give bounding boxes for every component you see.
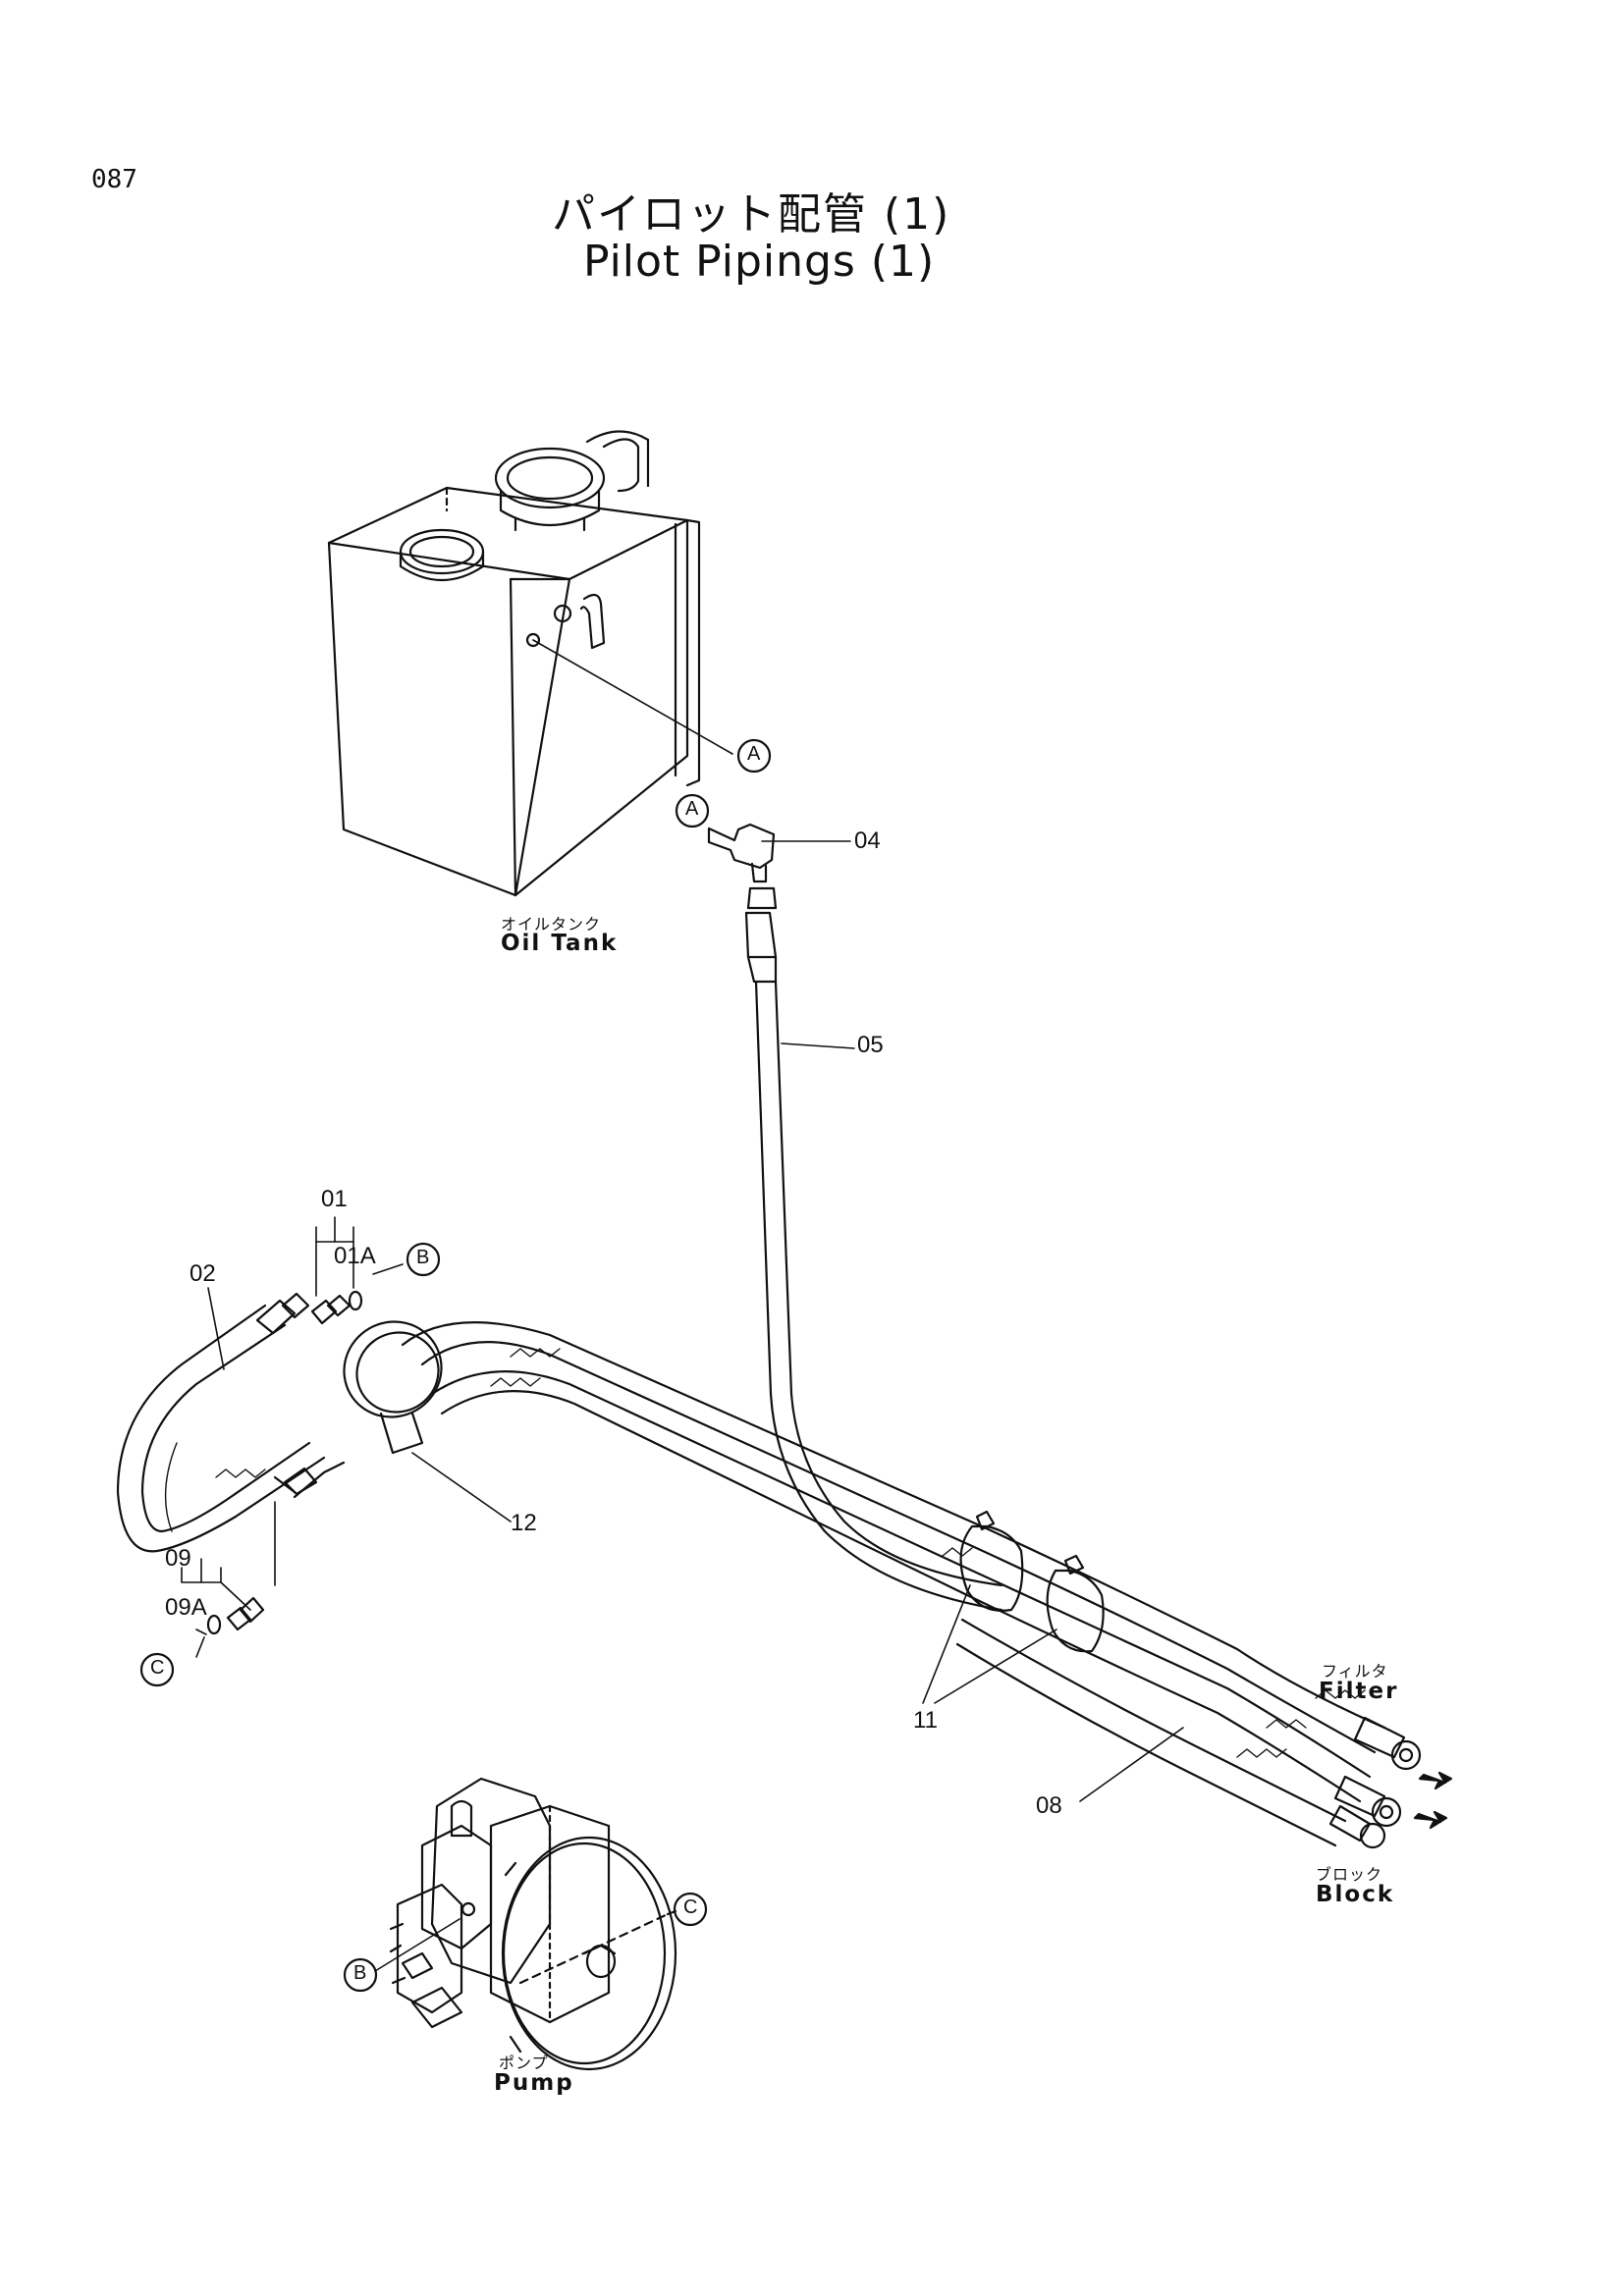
page-title-japanese: パイロット配管 (1) — [552, 189, 951, 240]
oil-tank-drawing — [327, 430, 733, 897]
part-number-01: 01 — [321, 1186, 348, 1212]
part-number-05: 05 — [857, 1032, 884, 1058]
flow-arrows — [1413, 1771, 1453, 1830]
connection-marker-a-tank: A — [747, 743, 761, 765]
oil-tank-label: Oil Tank — [501, 931, 619, 956]
part-number-12: 12 — [511, 1510, 537, 1536]
page-number: 087 — [91, 165, 137, 194]
block-label: Block — [1316, 1882, 1395, 1907]
connection-marker-b-pipe: B — [416, 1247, 430, 1268]
part-number-09a: 09A — [165, 1594, 207, 1621]
left-pipe-assembly — [116, 1216, 512, 1635]
elbow-fitting-04 — [707, 823, 851, 910]
connection-marker-a-fitting: A — [685, 798, 699, 820]
part-number-01a: 01A — [334, 1243, 376, 1269]
part-number-08: 08 — [1036, 1792, 1062, 1819]
block-label-japanese: ブロック — [1316, 1865, 1383, 1884]
connection-marker-c-pipe: C — [150, 1657, 165, 1679]
page-title-english: Pilot Pipings (1) — [583, 237, 936, 287]
part-number-04: 04 — [854, 828, 881, 854]
hose-clamps-11 — [922, 1510, 1184, 1802]
main-hose-bundle — [401, 1321, 1422, 1849]
oil-tank-label-japanese: オイルタンク — [501, 915, 602, 934]
connection-marker-c-pump: C — [683, 1896, 698, 1918]
part-number-02: 02 — [189, 1260, 216, 1287]
pump-label: Pump — [494, 2070, 574, 2096]
part-number-09: 09 — [165, 1545, 191, 1572]
pump-drawing — [374, 1777, 677, 2071]
filter-label-japanese: フィルタ — [1322, 1662, 1388, 1681]
connection-marker-b-pump: B — [353, 1962, 367, 1984]
filter-label: Filter — [1319, 1679, 1399, 1704]
pump-label-japanese: ポンプ — [499, 2054, 549, 2072]
part-number-11: 11 — [913, 1707, 938, 1734]
